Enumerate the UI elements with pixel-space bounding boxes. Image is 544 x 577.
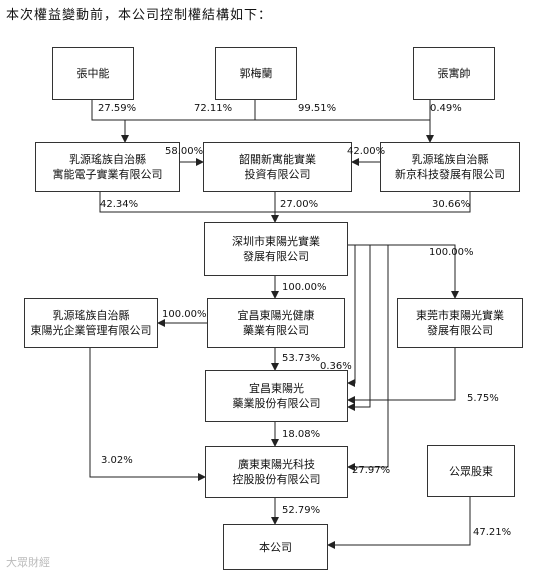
entity-label-line1: 宜昌東陽光健康 — [237, 309, 315, 322]
entity-the-company: 本公司 — [223, 524, 328, 570]
entity-dongguan-hec: 東莞市東陽光實業 發展有限公司 — [397, 298, 523, 348]
pct-label: 27.59% — [98, 103, 137, 114]
pct-label: 27.97% — [352, 465, 391, 476]
pct-label: 100.00% — [162, 309, 207, 320]
entity-yichang-pharma: 宜昌東陽光 藥業股份有限公司 — [205, 370, 348, 422]
entity-label-line2: 控股股份有限公司 — [232, 473, 321, 486]
entity-label-line2: 發展有限公司 — [243, 250, 309, 263]
entity-label: 張中能 — [76, 67, 110, 80]
entity-shenzhen-hec: 深圳市東陽光實業 發展有限公司 — [204, 222, 348, 276]
entity-label: 郭梅蘭 — [239, 67, 273, 80]
pct-label: 99.51% — [298, 103, 337, 114]
entity-label-line2: 發展有限公司 — [427, 324, 493, 337]
pct-label: 53.73% — [282, 353, 321, 364]
pct-label: 58.00% — [165, 146, 204, 157]
entity-shaoguan-investment: 韶關新寓能實業 投資有限公司 — [203, 142, 352, 192]
entity-label: 張寓帥 — [437, 67, 471, 80]
pct-label: 3.02% — [101, 455, 133, 466]
entity-label-line2: 藥業有限公司 — [243, 324, 309, 337]
pct-label: 42.34% — [100, 199, 139, 210]
page-title: 本次權益變動前，本公司控制權結構如下： — [6, 8, 273, 23]
entity-label-line1: 乳源瑤族自治縣 — [69, 153, 146, 166]
pct-label: 72.11% — [194, 103, 233, 114]
pct-label: 0.36% — [320, 361, 352, 372]
pct-label: 52.79% — [282, 505, 321, 516]
pct-label: 5.75% — [467, 393, 499, 404]
entity-xinjing-technology: 乳源瑤族自治縣 新京科技發展有限公司 — [380, 142, 520, 192]
entity-public-shareholders: 公眾股東 — [427, 445, 515, 497]
entity-label-line1: 東莞市東陽光實業 — [416, 309, 504, 322]
entity-zhang-zhongneng: 張中能 — [52, 47, 134, 100]
entity-label-line1: 宜昌東陽光 — [249, 382, 304, 395]
entity-label-line2: 藥業股份有限公司 — [232, 397, 321, 410]
entity-label-line1: 乳源瑤族自治縣 — [411, 153, 489, 166]
entity-zhang-yushuai: 張寓帥 — [413, 47, 495, 100]
entity-guo-meilan: 郭梅蘭 — [215, 47, 297, 100]
watermark: 大眾財經 — [6, 556, 50, 569]
pct-label: 30.66% — [432, 199, 471, 210]
pct-label: 100.00% — [429, 247, 474, 258]
entity-label: 公眾股東 — [449, 464, 493, 478]
entity-hec-enterprise-management: 乳源瑤族自治縣 東陽光企業管理有限公司 — [24, 298, 158, 348]
entity-label-line1: 韶關新寓能實業 — [239, 153, 316, 166]
entity-label-line1: 乳源瑤族自治縣 — [52, 309, 130, 322]
entity-yuanneng-electronics: 乳源瑤族自治縣 寓能電子實業有限公司 — [35, 142, 180, 192]
entity-label-line2: 東陽光企業管理有限公司 — [30, 324, 152, 337]
pct-label: 18.08% — [282, 429, 321, 440]
entity-label-line1: 廣東東陽光科技 — [238, 458, 315, 471]
pct-label: 47.21% — [473, 527, 512, 538]
entity-label: 本公司 — [259, 540, 292, 554]
pct-label: 27.00% — [280, 199, 319, 210]
entity-label-line2: 寓能電子實業有限公司 — [52, 168, 163, 181]
entity-label-line2: 投資有限公司 — [244, 168, 311, 181]
entity-yichang-health: 宜昌東陽光健康 藥業有限公司 — [207, 298, 345, 348]
pct-label: 0.49% — [430, 103, 462, 114]
pct-label: 100.00% — [282, 282, 327, 293]
entity-hec-technology-holdings: 廣東東陽光科技 控股股份有限公司 — [205, 446, 348, 498]
entity-label-line1: 深圳市東陽光實業 — [232, 235, 320, 248]
pct-label: 42.00% — [347, 146, 386, 157]
entity-label-line2: 新京科技發展有限公司 — [395, 168, 505, 181]
